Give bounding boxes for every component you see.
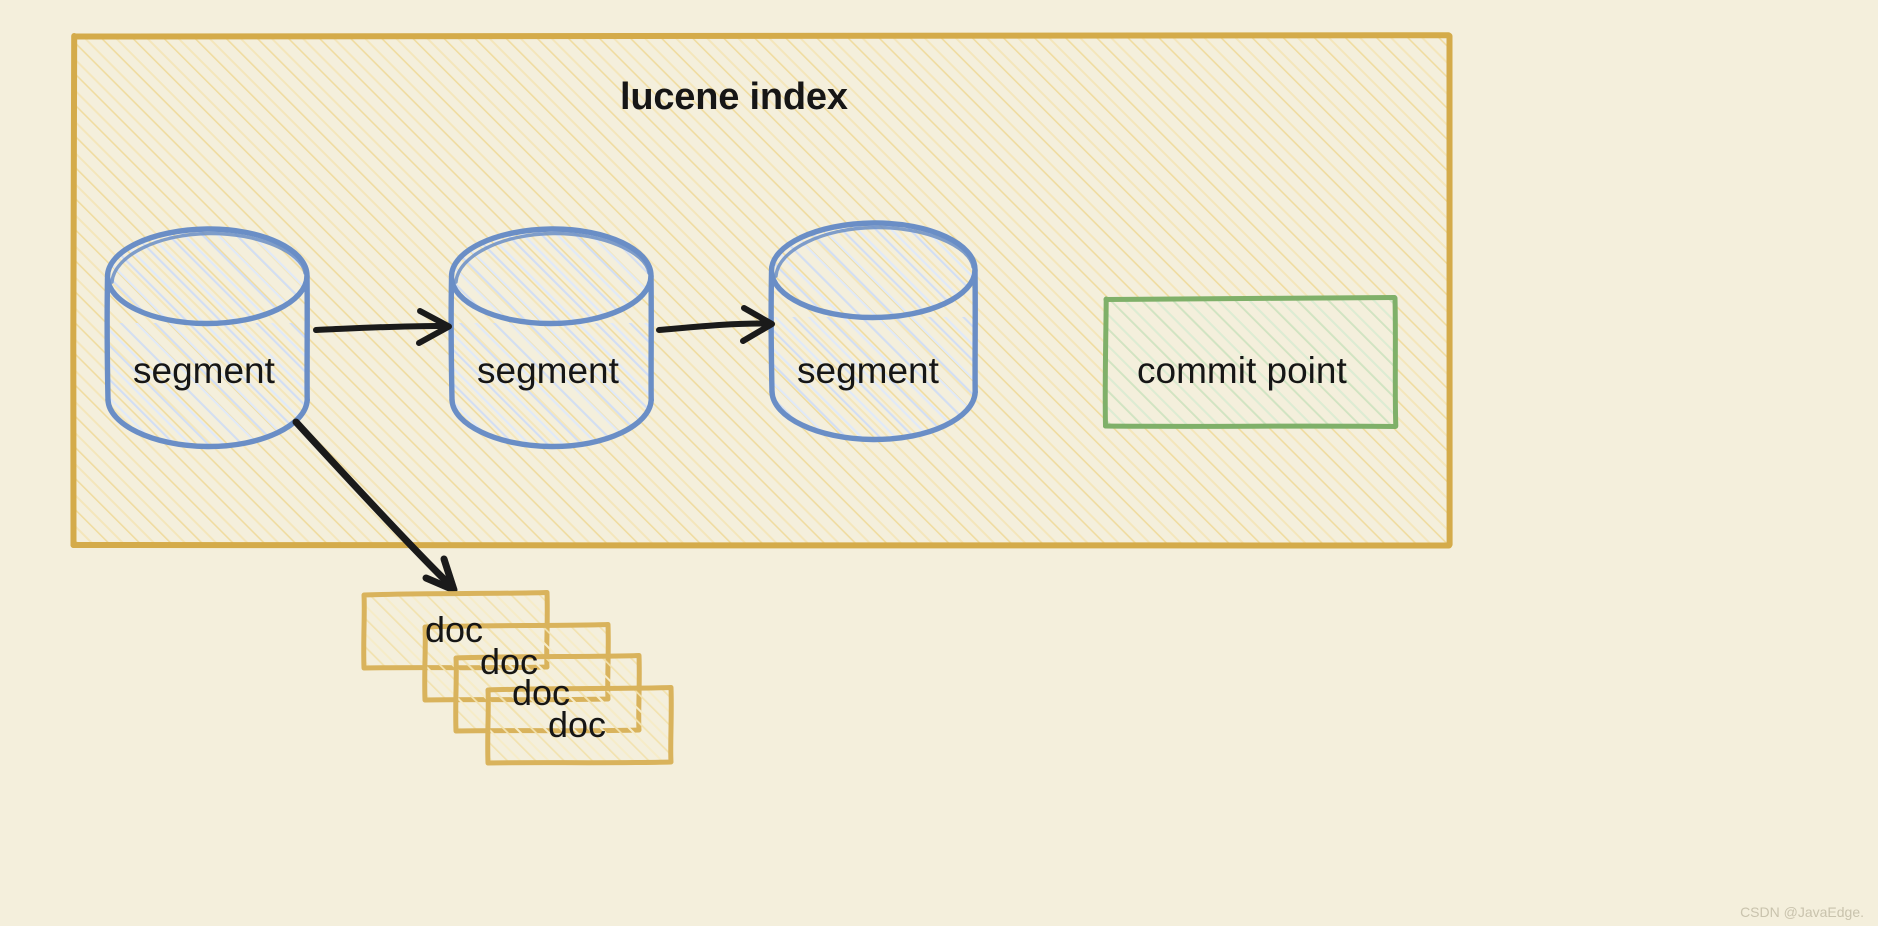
cylinder-3-top-ellipse-sketch [774, 225, 975, 278]
cylinder-2-bottom-arc [449, 397, 654, 450]
segment-cylinder-3[interactable] [768, 220, 978, 443]
arrow-2-shaft [656, 320, 770, 333]
segment-cylinder-1[interactable] [104, 226, 310, 450]
arrow-segment-1-to-docs [292, 418, 458, 594]
arrow-segment-1-to-2 [313, 308, 452, 346]
page-title: lucene index [620, 76, 848, 118]
segment-cylinder-2[interactable] [448, 226, 654, 450]
cylinder-3-body-fill [771, 317, 975, 439]
arrow-3-shaft [292, 418, 454, 589]
container-edge-bottom [70, 542, 1452, 549]
commit-point-edge-left [1102, 296, 1109, 429]
segment-label-1: segment [133, 350, 275, 391]
doc-label-3: doc [512, 672, 571, 713]
arrow-1-head [416, 308, 452, 346]
cylinder-1-top-ellipse-sketch [110, 231, 307, 284]
cylinder-1-body-fill [107, 323, 307, 446]
segment-label-3: segment [797, 350, 939, 391]
cylinder-2-top-fill [451, 229, 651, 323]
container-edge-left [70, 33, 78, 548]
doc-4-outline [485, 685, 674, 766]
commit-point-edge-top [1103, 295, 1397, 302]
cylinder-3-top-fill [771, 223, 975, 317]
arrow-2-head [740, 305, 775, 344]
commit-point-edge-right [1392, 295, 1399, 429]
arrow-1-shaft [313, 322, 447, 333]
cylinder-2-side-left [448, 276, 455, 403]
csdn-watermark: CSDN @JavaEdge. [1740, 904, 1864, 920]
container-edge-top [71, 32, 1452, 40]
segment-label-2: segment [477, 350, 619, 391]
arrow-3-head [422, 555, 458, 594]
doc-4-fill [488, 688, 671, 763]
commit-point-edge-bottom [1103, 423, 1398, 429]
cylinder-1-top-fill [107, 229, 307, 323]
cylinder-3-bottom-arc [769, 389, 978, 443]
commit-point-box[interactable] [1102, 295, 1399, 429]
cylinder-2-body-fill [451, 323, 651, 446]
arrow-segment-2-to-3 [656, 305, 775, 344]
doc-label-1: doc [425, 609, 484, 650]
cylinder-2-top-ellipse-sketch [454, 231, 651, 284]
doc-label-2: doc [480, 641, 539, 682]
doc-box-4[interactable] [485, 685, 674, 766]
cylinder-1-side-left [104, 276, 111, 403]
cylinder-3-side-left [768, 270, 775, 395]
commit-point-label: commit point [1137, 350, 1347, 391]
commit-point-fill [1105, 297, 1396, 427]
doc-label-4: doc [548, 704, 607, 745]
